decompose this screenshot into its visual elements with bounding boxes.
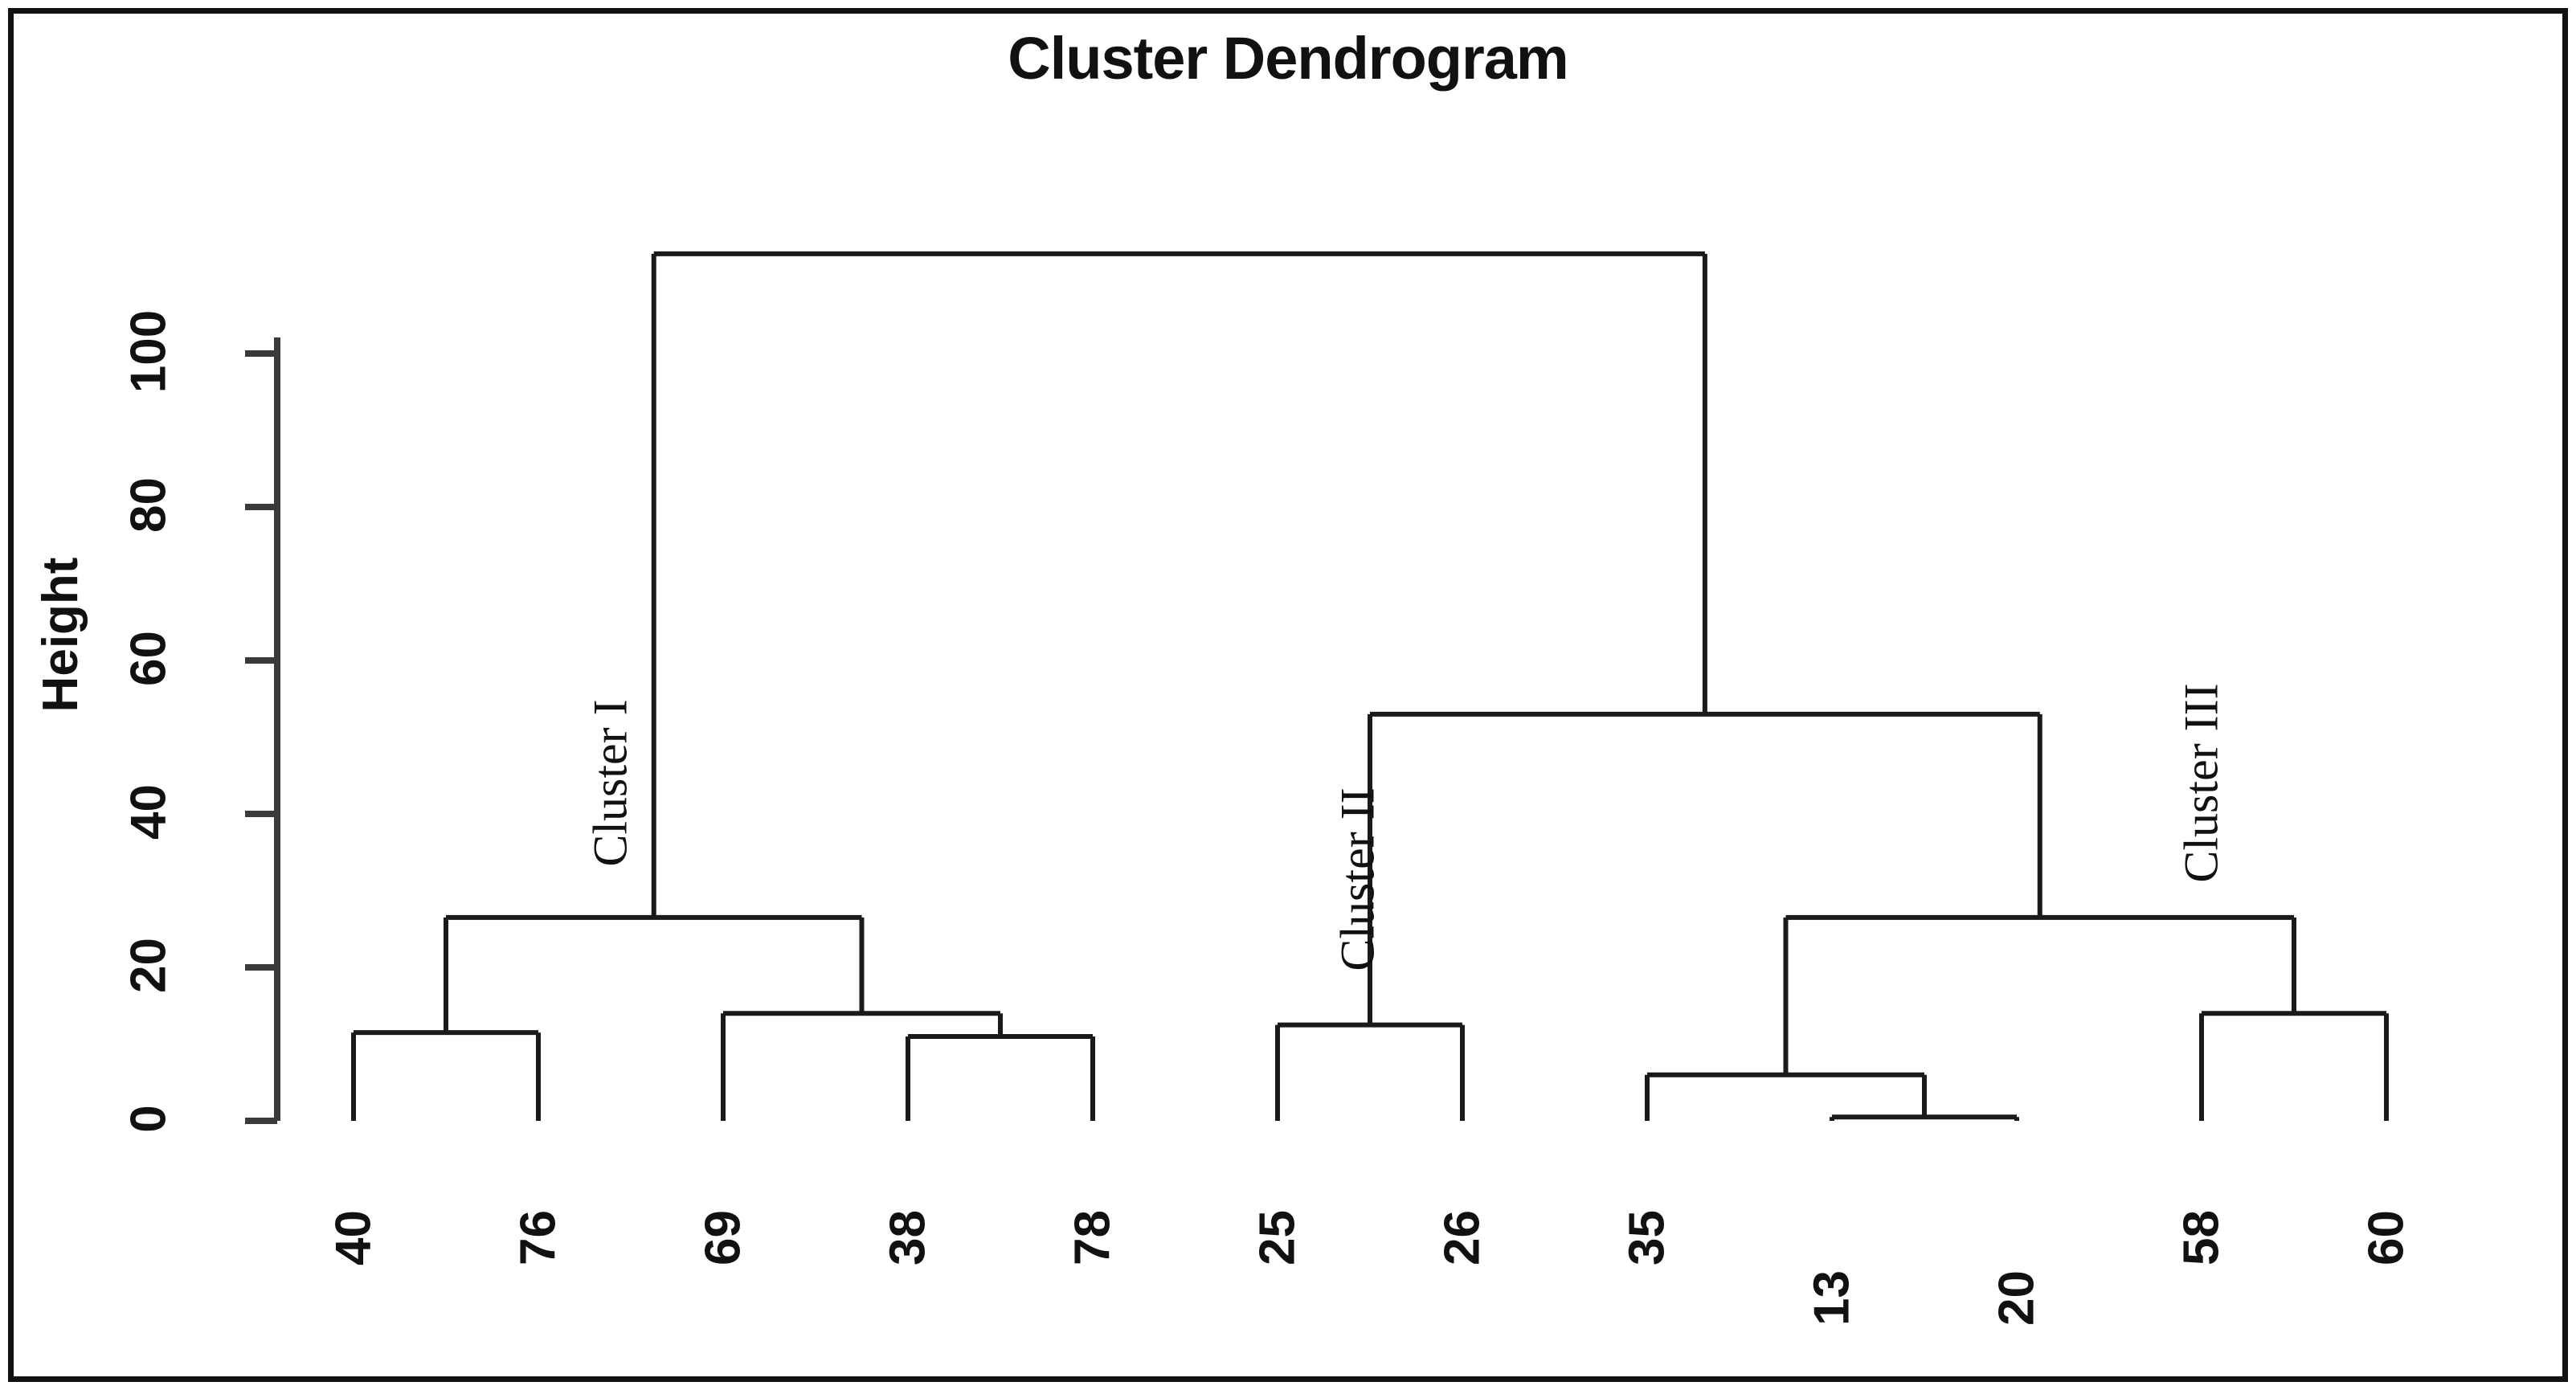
cluster-ii-annotation: Cluster II — [1331, 787, 1384, 971]
page-title: Cluster Dendrogram — [1008, 25, 1568, 92]
y-tick-label: 0 — [121, 1105, 177, 1133]
leaf-label: 69 — [695, 1210, 751, 1265]
leaf-label: 40 — [325, 1210, 382, 1265]
leaf-label: 38 — [880, 1210, 936, 1265]
cluster-i-annotation: Cluster I — [583, 699, 637, 867]
figure-border — [8, 8, 2568, 1382]
leaf-label: 35 — [1619, 1210, 1675, 1265]
y-tick-label: 40 — [121, 784, 177, 840]
y-tick-label: 60 — [121, 631, 177, 686]
cluster-iii-annotation: Cluster III — [2174, 683, 2228, 883]
y-tick-label: 80 — [121, 477, 177, 533]
y-tick-label: 20 — [121, 938, 177, 993]
y-tick-label: 100 — [121, 309, 177, 394]
leaf-label: 25 — [1249, 1210, 1306, 1265]
leaf-label: 76 — [510, 1210, 566, 1265]
leaf-label: 20 — [1989, 1270, 2045, 1326]
leaf-label: 60 — [2358, 1210, 2414, 1265]
leaf-label: 13 — [1804, 1270, 1860, 1326]
y-axis-label: Height — [33, 557, 88, 713]
leaf-label: 26 — [1434, 1210, 1490, 1265]
leaf-label: 58 — [2173, 1210, 2230, 1265]
leaf-label: 78 — [1065, 1210, 1121, 1265]
